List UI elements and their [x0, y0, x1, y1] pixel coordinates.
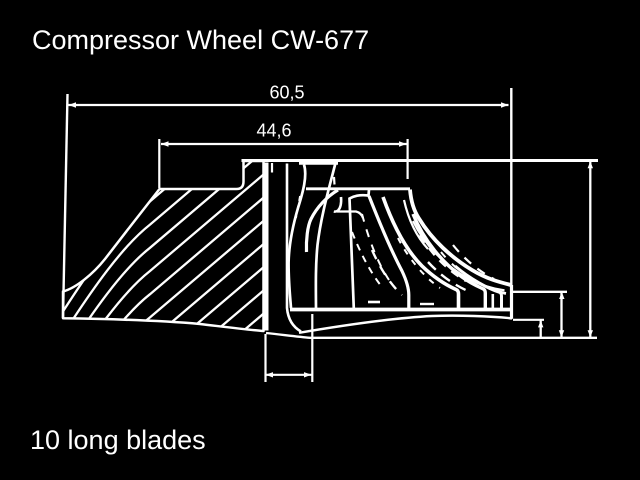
svg-text:44,6: 44,6 [256, 121, 291, 141]
svg-text:60,5: 60,5 [269, 83, 304, 103]
